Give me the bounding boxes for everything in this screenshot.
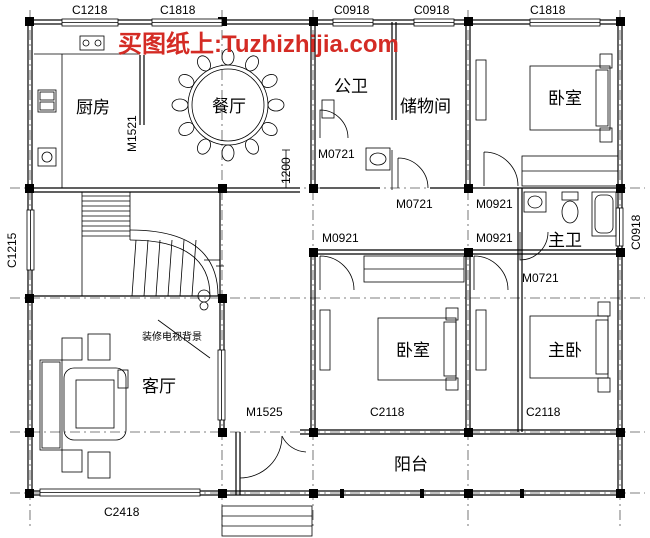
dining-chair	[261, 74, 278, 88]
room-dining: 餐厅	[212, 97, 246, 117]
entry-steps	[221, 505, 313, 537]
door-m0921-bedroom-center: M0921	[322, 231, 359, 245]
master-bath-fixtures	[523, 191, 617, 237]
dimension-markers	[157, 149, 290, 359]
window-c2118-right: C2118	[526, 405, 561, 419]
door-m0921-master: M0921	[476, 231, 513, 245]
room-bedroom-ne: 卧室	[548, 89, 582, 109]
room-kitchen: 厨房	[76, 98, 110, 118]
columns	[25, 17, 625, 498]
room-living: 客厅	[142, 377, 176, 397]
window-c1818-top-left: C1818	[160, 3, 196, 17]
door-m0721-bath: M0721	[318, 147, 355, 161]
window-c1215-left: C1215	[5, 232, 19, 268]
tv-wall-note: 装修电视背景	[142, 330, 202, 343]
window-c1818-top-right: C1818	[530, 3, 566, 17]
door-m0721-master-bath: M0721	[522, 271, 559, 285]
dining-chair	[221, 48, 235, 66]
dining-chair	[267, 98, 285, 112]
window-c2418-bottom: C2418	[104, 505, 140, 519]
exterior-walls	[27, 19, 623, 496]
dining-table	[171, 48, 285, 162]
interior-walls	[30, 22, 620, 495]
sofa-set	[39, 333, 129, 479]
wardrobes	[363, 155, 619, 283]
staircase	[81, 192, 224, 311]
doors	[239, 109, 549, 479]
dining-chair	[178, 74, 195, 88]
window-c0918-right: C0918	[629, 214, 643, 250]
room-bedroom-center: 卧室	[396, 341, 430, 361]
dining-chair	[171, 98, 189, 112]
door-m0921-bedroom-ne: M0921	[476, 197, 513, 211]
balcony-dots	[340, 489, 524, 498]
room-master-bedroom: 主卧	[548, 341, 582, 361]
room-storage: 储物间	[400, 97, 451, 117]
dining-chair	[221, 144, 235, 162]
room-public-bath: 公卫	[334, 77, 368, 97]
dining-chair	[197, 138, 211, 155]
room-balcony: 阳台	[394, 455, 428, 475]
dimension-1200: 1200	[279, 157, 293, 184]
dining-chair	[178, 122, 195, 136]
watermark: 买图纸上:Tuzhizhijia.com	[118, 30, 399, 58]
beds	[377, 53, 613, 393]
window-c0918-b: C0918	[414, 3, 450, 17]
door-m1521-label: M1521	[125, 115, 139, 152]
kitchen-counter	[34, 35, 140, 189]
door-m1525-entry: M1525	[246, 405, 283, 419]
public-bath-fixtures	[321, 99, 391, 171]
dining-chair	[261, 122, 278, 136]
windows	[26, 18, 624, 497]
tv-units	[319, 59, 487, 371]
room-master-bath: 主卫	[548, 231, 582, 251]
window-c1218-top: C1218	[72, 3, 108, 17]
dining-chair	[245, 138, 259, 155]
dining-chair	[245, 55, 259, 72]
window-c0918-a: C0918	[334, 3, 370, 17]
door-m0721-storage: M0721	[396, 197, 433, 211]
dining-chair	[197, 55, 211, 72]
window-c2118-left: C2118	[370, 405, 405, 419]
